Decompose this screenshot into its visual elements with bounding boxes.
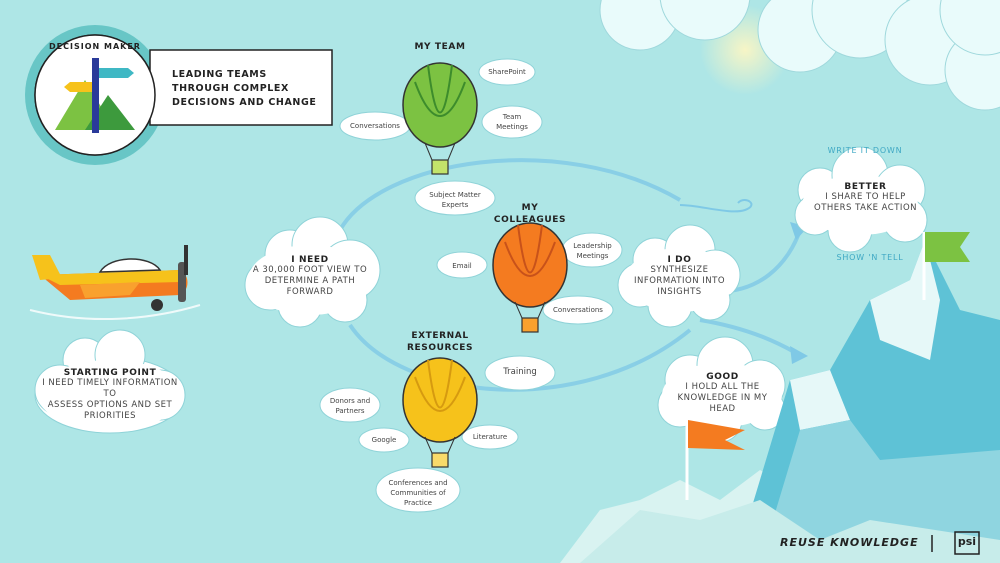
- logo-badge: [25, 25, 333, 165]
- good-title: GOOD: [706, 372, 739, 382]
- cloud-email: [436, 251, 488, 279]
- show-n-tell-label: SHOW 'N TELL: [836, 253, 904, 262]
- colleagues-title-line-2: COLLEAGUES: [493, 215, 567, 225]
- cloud-conferences: [375, 467, 461, 513]
- do-text: I DO SYNTHESIZE INFORMATION INTO INSIGHT…: [622, 255, 737, 298]
- balloon-team: [402, 62, 478, 175]
- flag-better-icon: [922, 232, 970, 300]
- brand-box: [954, 531, 980, 555]
- good-line-2: KNOWLEDGE IN MY: [677, 393, 768, 403]
- flag-good-icon: [685, 420, 745, 500]
- starting-point-text: STARTING POINT I NEED TIMELY INFORMATION…: [35, 368, 185, 422]
- cloud-sme: [414, 180, 496, 216]
- do-line-2: INFORMATION INTO: [633, 276, 726, 286]
- source-conversations-2: Conversations: [553, 306, 603, 314]
- arrow-down-icon: [790, 346, 808, 364]
- tagline-line-3: DECISIONS AND CHANGE: [172, 97, 317, 108]
- cloud-training: [484, 355, 556, 391]
- need-line-1: A 30,000 FOOT VIEW TO: [252, 265, 368, 275]
- good-line-1: I HOLD ALL THE: [685, 382, 760, 392]
- good-text: GOOD I HOLD ALL THE KNOWLEDGE IN MY HEAD: [665, 372, 780, 415]
- write-it-down-label: WRITE IT DOWN: [827, 146, 903, 155]
- tagline: LEADING TEAMS THROUGH COMPLEX DECISIONS …: [172, 68, 322, 110]
- source-donors: Donors and Partners: [329, 397, 371, 415]
- starting-point-line-2: ASSESS OPTIONS AND SET: [47, 400, 173, 410]
- mountains: [560, 240, 1000, 563]
- source-training: Training: [503, 367, 537, 377]
- source-sme: Subject Matter Experts: [429, 191, 481, 209]
- do-line-1: SYNTHESIZE: [650, 265, 709, 275]
- source-literature: Literature: [472, 433, 508, 441]
- cloud-team-meetings: [481, 105, 543, 139]
- tagline-line-2: THROUGH COMPLEX: [172, 83, 289, 94]
- need-line-3: FORWARD: [286, 287, 334, 297]
- cloud-conversations-2: [542, 295, 614, 325]
- tagline-line-1: LEADING TEAMS: [172, 69, 267, 80]
- do-line-3: INSIGHTS: [657, 287, 702, 297]
- better-line-1: I SHARE TO HELP: [825, 192, 906, 202]
- cloud-literature: [461, 424, 519, 450]
- good-line-3: HEAD: [709, 404, 736, 414]
- cloud-google: [358, 427, 410, 453]
- cloud-donors: [319, 387, 381, 423]
- team-title: MY TEAM: [414, 42, 466, 52]
- colleagues-title: MY COLLEAGUES: [490, 202, 570, 226]
- source-google: Google: [371, 436, 397, 444]
- cloud-start: [34, 329, 186, 434]
- source-conversations-1: Conversations: [350, 122, 400, 130]
- cloud-do: [617, 224, 741, 328]
- source-conferences: Conferences and Communities of Practice: [388, 479, 448, 507]
- cloud-sharepoint: [478, 58, 536, 86]
- cloud-need: [244, 216, 381, 328]
- need-line-2: DETERMINE A PATH: [264, 276, 356, 286]
- starting-point-line-3: PRIORITIES: [83, 411, 137, 421]
- do-title: I DO: [667, 255, 692, 265]
- cloud-better: [794, 146, 928, 253]
- need-text: I NEED A 30,000 FOOT VIEW TO DETERMINE A…: [250, 255, 370, 298]
- slogan: REUSE KNOWLEDGE: [780, 536, 919, 549]
- balloon-external: [402, 357, 478, 468]
- external-title: EXTERNAL RESOURCES: [400, 330, 480, 354]
- external-title-line-1: EXTERNAL: [411, 331, 469, 341]
- clouds: [34, 58, 928, 513]
- external-title-line-2: RESOURCES: [406, 343, 474, 353]
- brand-logo: psi: [957, 535, 977, 548]
- balloon-colleagues: [492, 222, 568, 333]
- top-cloud-bank: [599, 0, 1000, 111]
- badge-text: DECISION MAKER: [49, 42, 141, 51]
- starting-point-line-1: I NEED TIMELY INFORMATION TO: [42, 378, 178, 399]
- source-sharepoint: SharePoint: [488, 68, 526, 76]
- better-text: BETTER I SHARE TO HELP OTHERS TAKE ACTIO…: [808, 182, 923, 214]
- better-title: BETTER: [844, 182, 887, 192]
- better-line-2: OTHERS TAKE ACTION: [814, 203, 917, 213]
- need-title: I NEED: [291, 255, 329, 265]
- airplane-icon: [29, 245, 201, 321]
- source-leadership: Leadership Meetings: [573, 242, 612, 260]
- source-team-meetings: Team Meetings: [496, 113, 528, 131]
- wind-swirl: [679, 199, 753, 213]
- source-email: Email: [452, 262, 472, 270]
- starting-point-title: STARTING POINT: [63, 368, 157, 378]
- colleagues-title-line-1: MY: [521, 203, 539, 213]
